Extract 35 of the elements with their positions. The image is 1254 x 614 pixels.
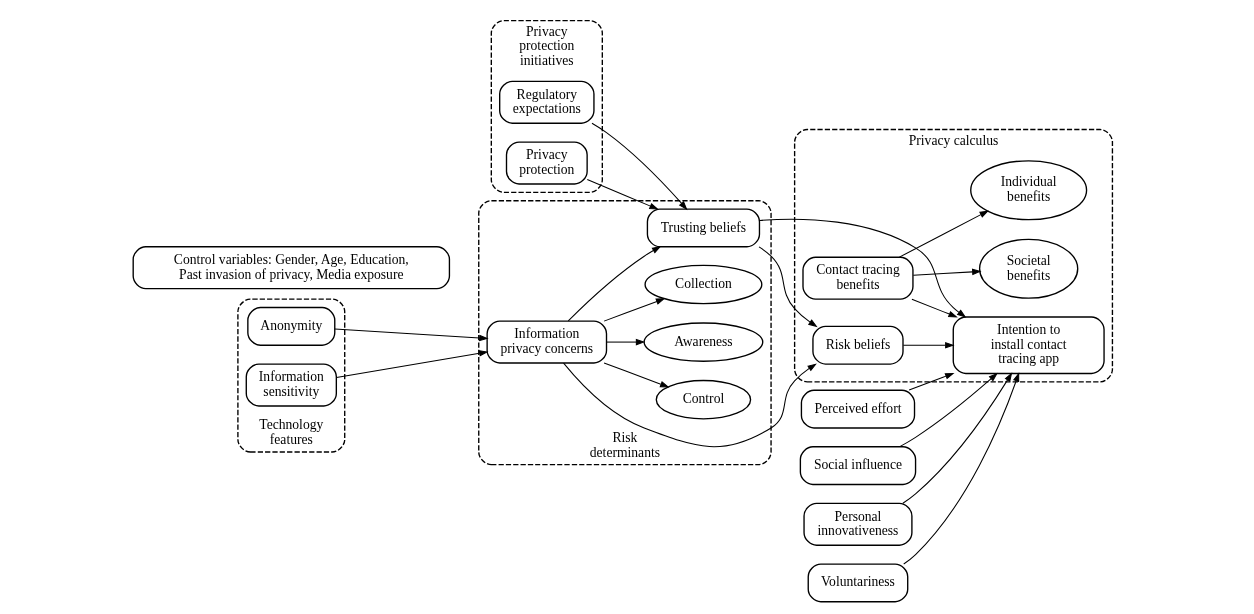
node-box: Control variables: Gender, Age, Education, Past invasion of privacy, Media exposure <box>132 246 451 290</box>
arrow <box>586 179 659 210</box>
node-box: Contact tracing benefits <box>802 256 914 300</box>
node-box: Trusting beliefs <box>646 208 761 248</box>
arrow <box>335 350 489 379</box>
arrow <box>902 341 955 349</box>
node-ellipse: Societal benefits <box>978 238 1079 299</box>
node-box: Privacy protection <box>505 141 588 185</box>
node-box: Information privacy concerns <box>486 320 608 364</box>
arrow <box>911 298 958 318</box>
arrow <box>908 372 955 391</box>
node-box: Anonymity <box>247 306 336 346</box>
arrow <box>898 210 989 258</box>
arrow <box>903 372 1020 565</box>
node-box: Personal innovativeness <box>803 502 913 546</box>
node-box: Voluntariness <box>807 563 909 603</box>
arrow <box>567 246 662 322</box>
arrow <box>603 362 670 388</box>
node-box: Social influence <box>799 446 917 486</box>
node-box: Risk beliefs <box>812 325 904 365</box>
arrow <box>334 328 489 342</box>
arrow <box>606 338 646 346</box>
arrow <box>758 246 818 328</box>
arrow <box>902 372 1013 504</box>
node-box: Intention to install contact tracing app <box>952 316 1105 375</box>
arrow <box>899 372 998 448</box>
node-box: Regulatory expectations <box>499 80 595 124</box>
arrow <box>563 362 817 448</box>
arrow <box>591 122 688 211</box>
arrow <box>603 298 666 322</box>
node-ellipse: Awareness <box>643 322 764 362</box>
node-box: Perceived effort <box>800 389 916 429</box>
node-box: Information sensitivity <box>245 363 337 407</box>
arrow <box>912 268 982 276</box>
arrow <box>759 218 967 318</box>
